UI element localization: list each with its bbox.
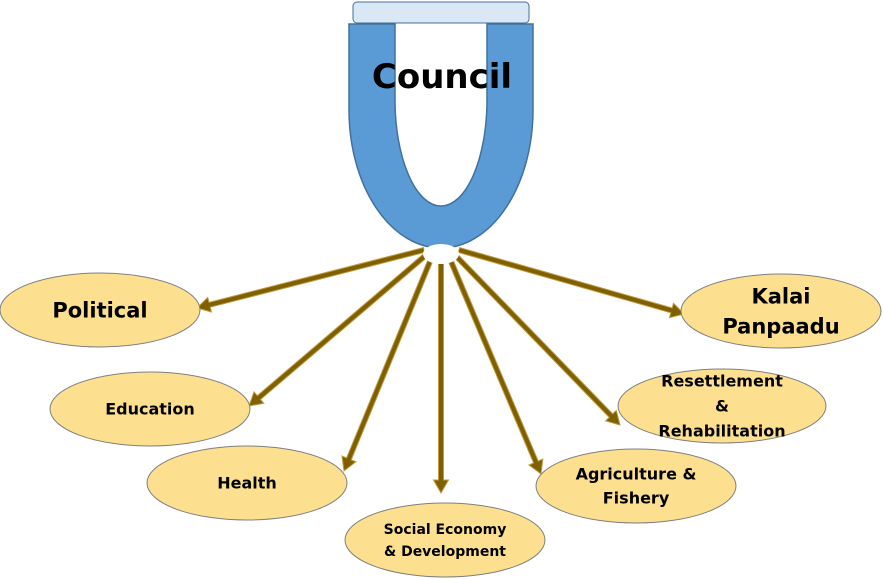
node-ellipse (680, 273, 882, 349)
node-label: & (715, 397, 729, 416)
node-label: Health (217, 474, 277, 493)
node-ellipse (617, 368, 827, 444)
arrows-layer (196, 246, 685, 495)
node-label: Education (105, 400, 195, 419)
node-label: Fishery (603, 489, 670, 508)
arrow-to-social-economy (432, 261, 450, 495)
node-health: Health (146, 445, 348, 521)
node-ellipse (344, 502, 546, 578)
node-resettlement: Resettlement & Rehabilitation (617, 368, 827, 444)
node-label: Panpaadu (722, 314, 839, 338)
council-cup-shape (348, 23, 534, 249)
arrow-to-health (341, 257, 434, 472)
node-ellipse (535, 448, 737, 524)
node-social-economy: Social Economy & Development (344, 502, 546, 578)
node-label: Social Economy (384, 522, 507, 538)
arrow-to-kalai-panpaadu (457, 246, 685, 319)
node-ellipse (49, 371, 251, 447)
cup-cap (352, 1, 530, 24)
node-education: Education (49, 371, 251, 447)
node-ellipse (0, 272, 201, 348)
arrows-hub (423, 244, 459, 264)
node-ellipse (146, 445, 348, 521)
arrow-to-political (196, 246, 426, 313)
arrow-to-agriculture (447, 257, 544, 475)
node-label: Kalai (751, 284, 810, 308)
node-label: Rehabilitation (658, 422, 785, 441)
node-label: Agriculture & (576, 465, 697, 484)
arrow-to-resettlement (452, 252, 621, 426)
node-label: & Development (384, 544, 506, 560)
node-political: Political (0, 272, 201, 348)
council-title: Council (372, 57, 512, 97)
node-label: Resettlement (661, 372, 783, 391)
node-agriculture: Agriculture & Fishery (535, 448, 737, 524)
node-label: Political (52, 298, 147, 322)
arrow-to-education (248, 252, 429, 407)
